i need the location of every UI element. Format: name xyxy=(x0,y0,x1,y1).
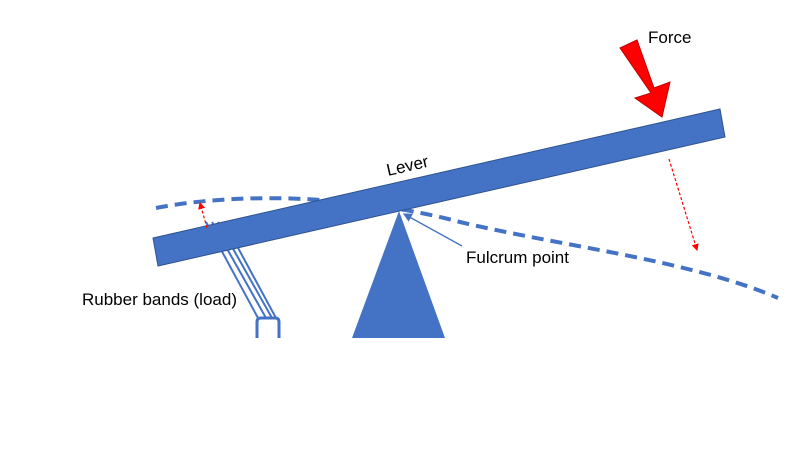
lever-label: Lever xyxy=(385,152,431,180)
fulcrum-triangle xyxy=(352,211,445,338)
load-motion-arrow xyxy=(198,201,208,229)
motion-arc xyxy=(155,196,779,300)
lever-bar xyxy=(152,108,726,267)
rubber-bands-label: Rubber bands (load) xyxy=(82,290,237,309)
force-label: Force xyxy=(648,28,691,47)
force-arrow xyxy=(619,39,671,118)
force-motion-arrow xyxy=(668,158,699,252)
band-holder xyxy=(255,316,281,338)
fulcrum-pointer xyxy=(402,213,463,247)
fulcrum-label: Fulcrum point xyxy=(466,248,569,267)
